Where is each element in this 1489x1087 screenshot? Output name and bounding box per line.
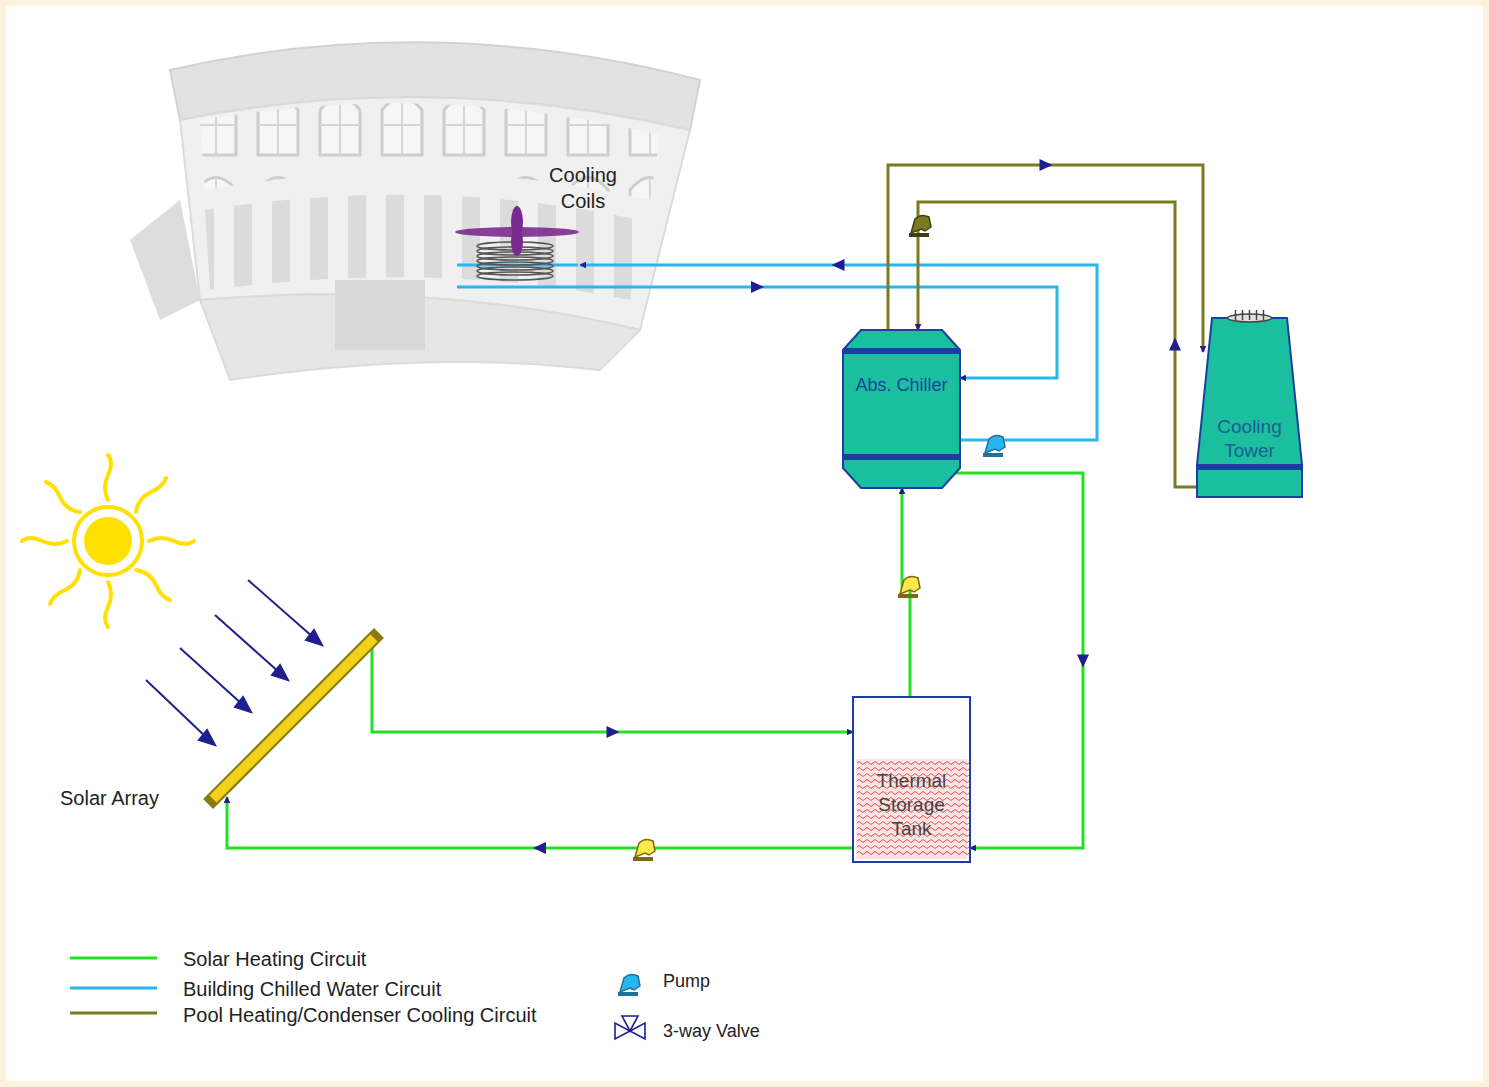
pipe-connector [372, 640, 853, 732]
legend-text: Pool Heating/Condenser Cooling Circuit [183, 1002, 553, 1028]
cooling-coil: Cooling Coils [455, 228, 580, 290]
solar-array-shape [205, 630, 380, 805]
absorption-chiller: Abs. Chiller [843, 330, 960, 488]
pipe-connector [956, 473, 1083, 848]
cooling-tower: Cooling Tower [1197, 312, 1302, 497]
flow-arrow [533, 842, 546, 854]
legend-text: Building Chilled Water Circuit [183, 976, 441, 1002]
thermal-storage-tank: Thermal Storage Tank [853, 697, 970, 862]
node-label: Cooling Coils [538, 162, 628, 214]
legend-samples [70, 958, 645, 1039]
node-label: Thermal Storage Tank [857, 769, 966, 840]
flow-arrow [1040, 159, 1053, 171]
sun-symbol [22, 455, 194, 627]
flow-arrow [1169, 338, 1181, 351]
pipe-connector [227, 797, 853, 848]
pump-symbol [909, 215, 931, 237]
legend-text: Pump [663, 968, 710, 994]
absorption-chiller-shape [843, 330, 960, 488]
pump-symbol [983, 435, 1005, 457]
building-illustration [130, 42, 700, 380]
flow-arrow [832, 259, 845, 271]
flow-arrow [607, 726, 620, 738]
node-label: Solar Array [60, 787, 159, 810]
pipe-connector [888, 165, 1203, 352]
pipe-connector [580, 265, 1097, 440]
pipe-connector [457, 287, 1057, 378]
cooling-coil-shape [455, 228, 580, 290]
legend-text: Solar Heating Circuit [183, 946, 366, 972]
pump-symbol [898, 576, 920, 598]
legend-text: 3-way Valve [663, 1018, 760, 1044]
node-label: Cooling Tower [1201, 415, 1298, 463]
node-label: Abs. Chiller [847, 374, 956, 397]
solar-array: Solar Array [205, 630, 380, 805]
pump-symbol [633, 839, 655, 861]
flow-arrow [751, 281, 764, 293]
flow-arrow [1077, 655, 1089, 668]
cooling-tower-shape [1197, 312, 1302, 497]
